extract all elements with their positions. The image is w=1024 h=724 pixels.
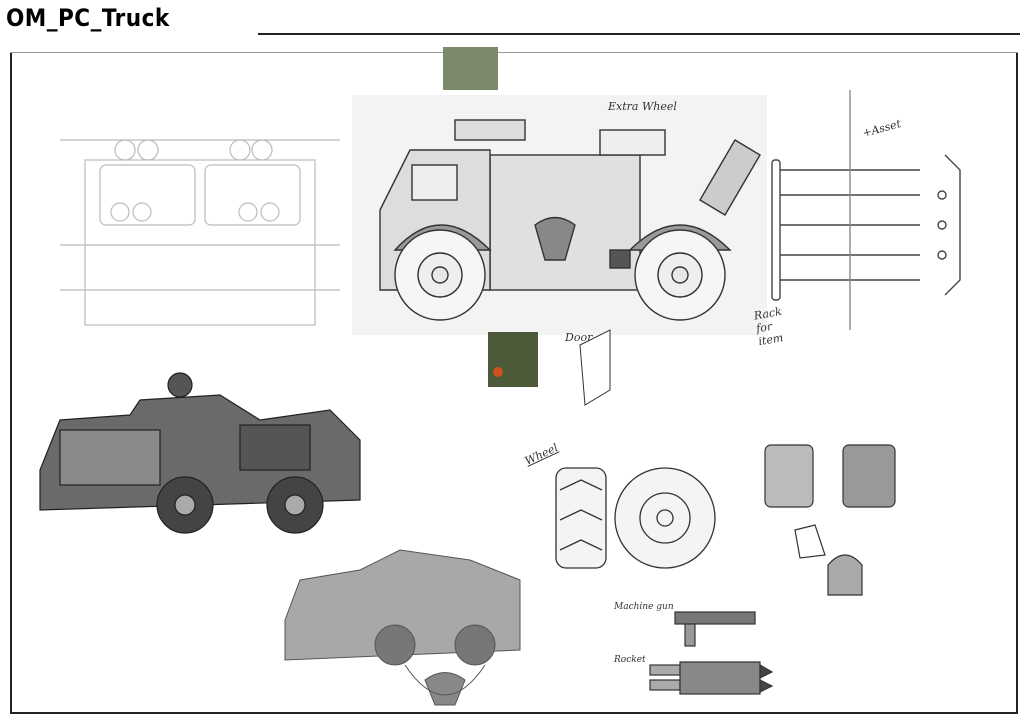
sheet-frame <box>10 52 1018 714</box>
painted-truck-secondary <box>284 549 521 706</box>
note-door: Door <box>565 331 593 344</box>
title-underline <box>258 33 1020 35</box>
sheet-frame-top <box>10 52 1018 53</box>
weapon-sketches <box>649 611 774 695</box>
front-view-sketch <box>60 139 340 326</box>
note-rocket: Rocket <box>614 655 646 665</box>
door-thumbnail <box>488 332 538 387</box>
gunner-thumbnail <box>443 47 498 90</box>
sheet-title: OM_PC_Truck <box>6 4 170 32</box>
painted-truck-main <box>39 372 361 534</box>
rack-sketch <box>771 90 961 330</box>
door-sketch <box>579 329 611 406</box>
note-extra-wheel: Extra Wheel <box>608 100 677 113</box>
note-machine-gun: Machine gun <box>614 602 674 612</box>
side-view-truck <box>379 119 761 321</box>
wheel-detail-sketch <box>555 467 716 569</box>
note-rack: Rack for item <box>752 304 785 349</box>
barrel-props <box>764 444 896 596</box>
